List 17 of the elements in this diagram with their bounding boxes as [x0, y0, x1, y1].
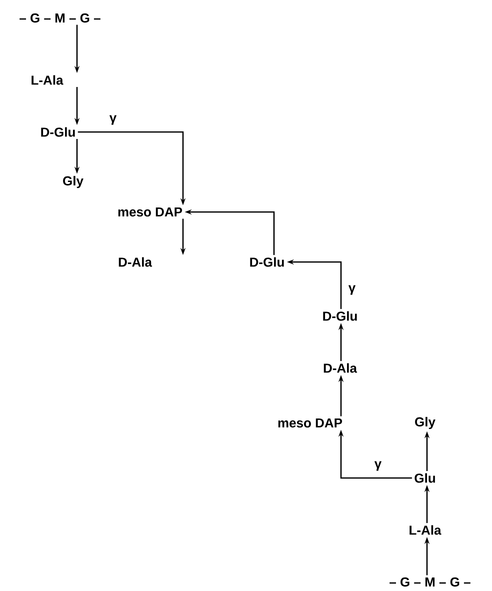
glycan-chain-label: – G – M – G –: [20, 13, 100, 23]
residue-label: L-Ala: [410, 525, 442, 535]
residue-label: Gly: [415, 416, 436, 430]
glycan-chain-label: – G – M – G –: [390, 577, 470, 587]
residue-label: meso DAP: [118, 207, 182, 217]
edge-label: γ: [373, 460, 383, 472]
residue-label: Glu: [414, 473, 435, 483]
residue-label: D-Glu: [323, 311, 357, 321]
residue-label: D-Glu: [41, 127, 75, 137]
residue-label: D-Ala: [324, 363, 358, 373]
residue-label: L-Ala: [32, 75, 64, 85]
residue-label: meso DAP: [278, 418, 342, 428]
residue-label: D-Ala: [118, 257, 152, 267]
edge-label: γ: [108, 114, 118, 126]
edge-label: γ: [347, 284, 357, 296]
residue-label: Gly: [63, 176, 84, 188]
residue-label: D-Glu: [250, 257, 284, 267]
